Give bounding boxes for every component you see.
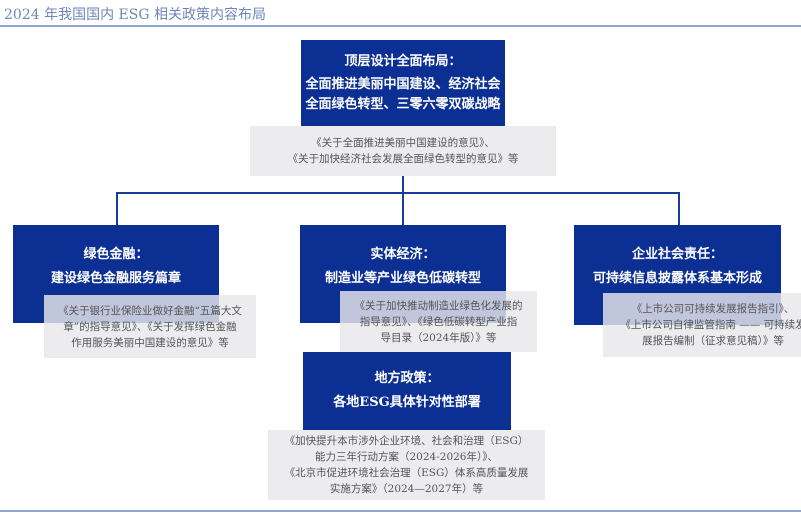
note-line: 《上市公司自律监管指南 —— 可持续发: [620, 319, 801, 331]
connector-middle: [402, 192, 404, 225]
branch-line: 制造业等产业绿色低碳转型: [324, 271, 481, 286]
top-line: 全面推进美丽中国建设、经济社会: [305, 76, 501, 92]
note-line: 《关于加快推动制造业绿色化发展的: [354, 299, 523, 312]
note-line: 《关于全面推进美丽中国建设的意见》、: [311, 137, 495, 149]
note-line: 实施方案》（2024—2027年）等: [329, 483, 484, 495]
top-heading: 顶层设计全面布局：: [344, 53, 462, 69]
top-note: 《关于全面推进美丽中国建设的意见》、 《关于加快经济社会发展全面绿色转型的意见》…: [250, 126, 556, 176]
connector-horizontal: [116, 192, 680, 194]
branch-line: 各地ESG具体针对性部署: [333, 395, 481, 410]
connector-right: [678, 192, 680, 225]
note-line: 《上市公司可持续发展报告指引》、: [631, 303, 795, 315]
note-line: 《关于加快经济社会发展全面绿色转型的意见》等: [287, 153, 519, 165]
green-finance-note: 《关于银行业保险业做好金融“五篇大文 章”的指导意见》、《关于发挥绿色金融 作用…: [44, 295, 256, 358]
diagram-title: 2024 年我国国内 ESG 相关政策内容布局: [4, 7, 266, 23]
csr-note: 《上市公司可持续发展报告指引》、 《上市公司自律监管指南 —— 可持续发 展报告…: [603, 293, 801, 357]
note-line: 章”的指导意见》、《关于发挥绿色金融: [63, 320, 237, 333]
note-line: 指导意见》、《绿色低碳转型产业指: [359, 315, 518, 328]
top-level-box: 顶层设计全面布局： 全面推进美丽中国建设、经济社会 全面绿色转型、三零六零双碳战…: [301, 40, 505, 126]
connector-trunk: [402, 176, 404, 194]
note-line: 能力三年行动方案（2024-2026年）》、: [315, 451, 498, 463]
note-line: 《关于银行业保险业做好金融“五篇大文: [58, 304, 242, 317]
note-line: 《北京市促进环境社会治理（ESG）体系高质量发展: [284, 467, 529, 479]
note-line: 作用服务美丽中国建设的意见》等: [71, 336, 229, 349]
note-line: 《加快提升本市涉外企业环境、社会和治理（ESG）: [284, 435, 529, 447]
top-line: 全面绿色转型、三零六零双碳战略: [305, 96, 501, 112]
note-line: 展报告编制（征求意见稿）》等: [642, 335, 784, 347]
local-policy-note: 《加快提升本市涉外企业环境、社会和治理（ESG） 能力三年行动方案（2024-2…: [268, 430, 545, 500]
local-policy-box: 地方政策： 各地ESG具体针对性部署: [303, 352, 511, 430]
real-economy-note: 《关于加快推动制造业绿色化发展的 指导意见》、《绿色低碳转型产业指 导目录（20…: [340, 291, 537, 352]
branch-heading: 地方政策：: [374, 371, 440, 386]
branch-line: 建设绿色金融服务篇章: [50, 271, 181, 286]
note-line: 导目录（2024年版）》等: [380, 331, 497, 344]
connector-left: [116, 192, 118, 225]
branch-heading: 实体经济：: [370, 247, 436, 262]
branch-heading: 企业社会责任：: [631, 247, 723, 262]
footer-divider: [0, 510, 801, 512]
branch-line: 可持续信息披露体系基本形成: [592, 271, 762, 286]
branch-heading: 绿色金融：: [83, 247, 149, 262]
title-divider: [0, 25, 801, 27]
